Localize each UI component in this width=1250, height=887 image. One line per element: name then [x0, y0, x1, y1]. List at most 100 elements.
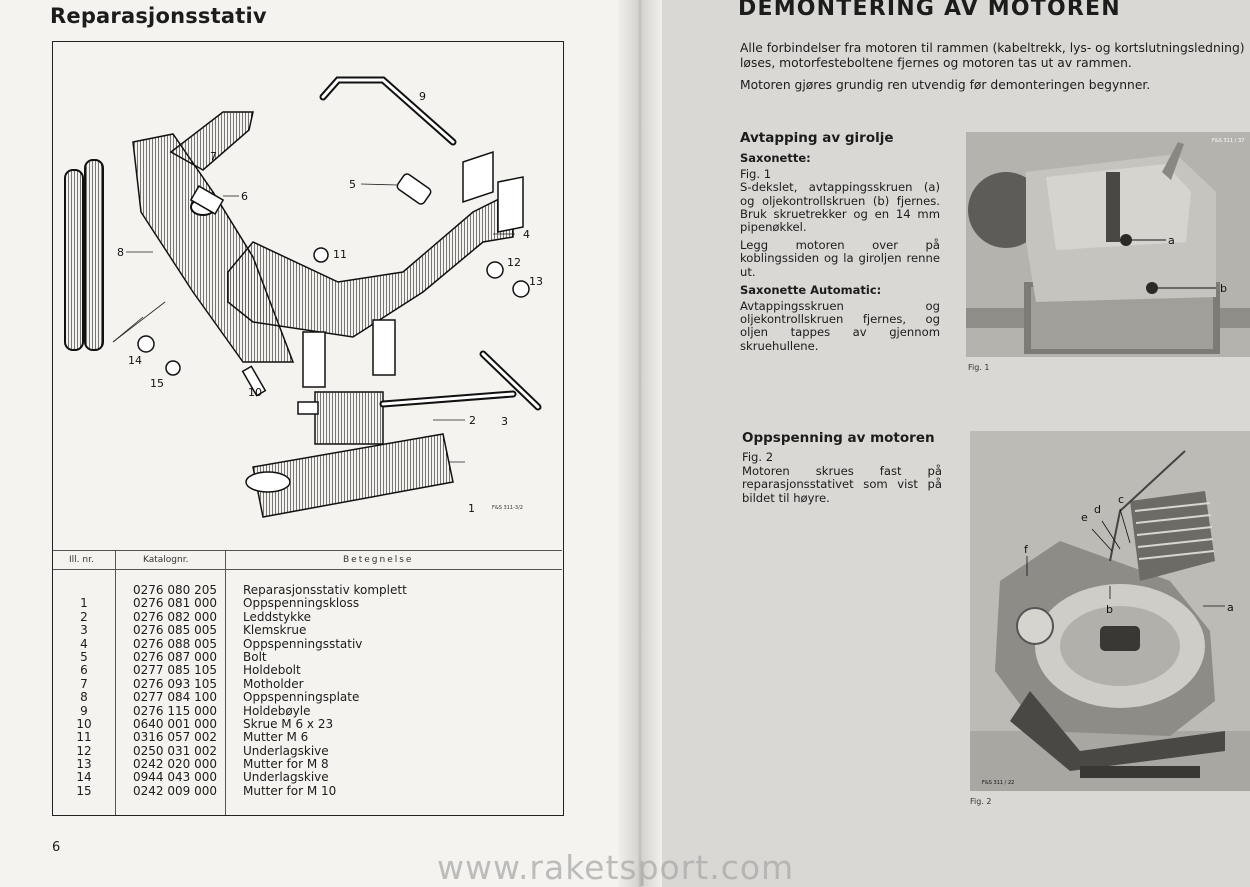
katalognr-cell: 0944 043 000 — [133, 770, 217, 785]
betegnelse-cell: Oppspenningskloss — [243, 596, 360, 611]
figure-box: 1 2 3 4 5 6 7 8 9 10 11 12 13 14 15 F& — [52, 41, 564, 816]
callout-3: 3 — [501, 415, 508, 428]
section2-body: Fig. 2 Motoren skrues fast på reparasjon… — [742, 450, 942, 510]
callout-2: 2 — [469, 414, 476, 427]
table-header: Ill. nr. Katalognr. Betegnelse — [53, 551, 562, 570]
photo2-ref: F&S 311 / 22 — [982, 780, 1014, 786]
katalognr-cell: 0640 001 000 — [133, 716, 217, 731]
photo2-label-a: a — [1227, 601, 1234, 614]
callout-15: 15 — [150, 377, 164, 390]
betegnelse-cell: Bolt — [243, 649, 267, 664]
table-row: 0276 080 205 Reparasjonsstativ komplett — [53, 583, 562, 597]
header-betegnelse: Betegnelse — [343, 555, 414, 565]
chain-drawing — [64, 159, 104, 351]
betegnelse-cell: Mutter for M 10 — [243, 783, 337, 798]
ill-nr-cell: 3 — [80, 623, 88, 638]
parts-table: Ill. nr. Katalognr. Betegnelse 0276 080 … — [53, 550, 562, 815]
callout-11: 11 — [333, 248, 347, 261]
photo1-caption: Fig. 1 — [968, 363, 990, 372]
katalognr-cell: 0276 082 000 — [133, 609, 217, 624]
ill-nr-cell: 5 — [80, 649, 88, 664]
katalognr-cell: 0276 080 205 — [133, 583, 217, 597]
photo2-caption: Fig. 2 — [970, 797, 992, 806]
katalognr-cell: 0277 085 105 — [133, 663, 217, 678]
exploded-drawing: 1 2 3 4 5 6 7 8 9 10 11 12 13 14 15 F& — [53, 42, 562, 550]
ill-nr-cell: 1 — [80, 596, 88, 611]
betegnelse-cell: Skrue M 6 x 23 — [243, 716, 334, 731]
ill-nr-cell: 12 — [76, 743, 92, 758]
betegnelse-cell: Oppspenningsstativ — [243, 636, 363, 651]
page-number: 6 — [52, 840, 61, 855]
section1-sub1: Saxonette: — [740, 151, 811, 165]
section1-sub2: Saxonette Automatic: — [740, 282, 882, 297]
betegnelse-cell: Oppspenningsplate — [243, 690, 360, 705]
header-katalognr: Katalognr. — [143, 555, 189, 565]
katalognr-cell: 0276 093 105 — [133, 676, 217, 691]
table-divider — [115, 551, 116, 815]
betegnelse-cell: Motholder — [243, 676, 304, 691]
section1-fig: Fig. 1 — [740, 167, 772, 182]
ill-nr-cell: 2 — [80, 609, 88, 624]
betegnelse-cell: Underlagskive — [243, 743, 329, 758]
section1-text2: Legg motoren over på koblingssiden og la… — [740, 238, 940, 279]
page-title-left: Reparasjonsstativ — [50, 4, 267, 28]
table-row: 9 0276 115 000 Holdebøyle — [53, 703, 562, 718]
betegnelse-cell: Mutter for M 8 — [243, 757, 329, 772]
section2-fig: Fig. 2 — [742, 450, 774, 464]
intro-text: Alle forbindelser fra motoren til rammen… — [740, 41, 1250, 100]
ill-nr-cell: 13 — [76, 757, 92, 772]
katalognr-cell: 0276 088 005 — [133, 636, 217, 651]
section1-body: Saxonette: Fig. 1 S-dekslet, avtappingss… — [740, 150, 940, 358]
katalognr-cell: 0276 085 005 — [133, 623, 217, 638]
watermark: www.raketsport.com — [437, 848, 795, 887]
ill-nr-cell: 14 — [76, 770, 92, 785]
betegnelse-cell: Klemskrue — [243, 623, 307, 638]
katalognr-cell: 0277 084 100 — [133, 690, 217, 705]
photo2-label-f: f — [1024, 543, 1029, 556]
callout-10: 10 — [248, 386, 262, 399]
katalognr-cell: 0276 115 000 — [133, 703, 217, 718]
table-row: 6 0277 085 105 Holdebolt — [53, 663, 562, 678]
photo1-ref: F&S 311 / 37 — [1212, 138, 1244, 144]
photo-fig1: a b F&S 311 / 37 — [966, 132, 1250, 357]
callout-4: 4 — [523, 228, 530, 241]
page-title-right: DEMONTERING AV MOTOREN — [738, 0, 1121, 21]
section1-heading: Avtapping av girolje — [740, 130, 894, 146]
betegnelse-cell: Holdebøyle — [243, 703, 311, 718]
callout-8: 8 — [117, 246, 124, 259]
ill-nr-cell: 9 — [80, 703, 88, 718]
photo2-label-e: e — [1081, 511, 1088, 524]
book-gutter — [618, 0, 662, 887]
photo2-label-d: d — [1094, 503, 1101, 516]
ill-nr-cell: 6 — [80, 663, 88, 678]
photo-fig2: a b c d e f F&S 311 / 22 — [970, 431, 1250, 791]
betegnelse-cell: Holdebolt — [243, 663, 301, 678]
table-row: 7 0276 093 105 Motholder — [53, 676, 562, 691]
ill-nr-cell: 10 — [76, 716, 92, 731]
callout-9: 9 — [419, 90, 426, 103]
callout-1: 1 — [468, 502, 475, 515]
table-row: 10 0640 001 000 Skrue M 6 x 23 — [53, 716, 562, 731]
betegnelse-cell: Reparasjonsstativ komplett — [243, 583, 407, 597]
left-page: Reparasjonsstativ — [0, 0, 638, 887]
table-row: 3 0276 085 005 Klemskrue — [53, 623, 562, 638]
katalognr-cell: 0276 087 000 — [133, 649, 217, 664]
callout-5: 5 — [349, 178, 356, 191]
katalognr-cell: 0316 057 002 — [133, 730, 217, 745]
callout-14: 14 — [128, 354, 142, 367]
betegnelse-cell: Mutter M 6 — [243, 730, 309, 745]
figure-ref-left: F&S 311-3/2 — [492, 505, 523, 511]
ill-nr-cell: 11 — [76, 730, 92, 745]
photo2-label-c: c — [1118, 493, 1124, 506]
katalognr-cell: 0250 031 002 — [133, 743, 217, 758]
ill-nr-cell: 7 — [80, 676, 88, 691]
callout-7: 7 — [210, 150, 217, 163]
callout-6: 6 — [241, 190, 248, 203]
katalognr-cell: 0242 009 000 — [133, 783, 217, 798]
